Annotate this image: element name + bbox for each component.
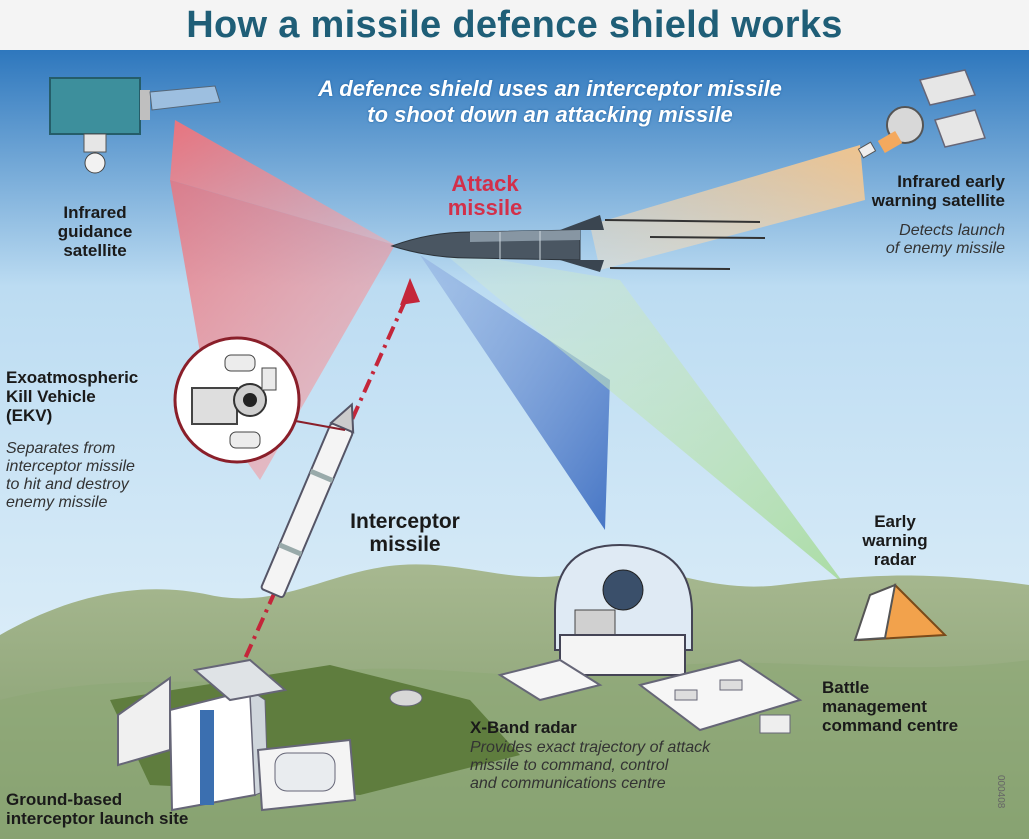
early-radar-beam <box>440 250 845 585</box>
trajectory-arrowhead-icon <box>400 278 420 305</box>
early-warning-satellite-icon <box>857 69 986 159</box>
page-title: How a missile defence shield works <box>0 0 1029 50</box>
attack-missile-icon <box>390 215 766 272</box>
warning-beam <box>590 145 865 270</box>
launch-site-icon <box>117 658 423 812</box>
guidance-satellite-label: Infrared guidance satellite <box>57 203 133 260</box>
ekv-leader-line <box>289 419 346 431</box>
subtitle-line-2: to shoot down an attacking missile <box>367 102 733 127</box>
subtitle-line-1: A defence shield uses an interceptor mis… <box>318 76 782 101</box>
battle-management-label: Battle management command centre <box>822 678 959 735</box>
illustration <box>0 50 1029 839</box>
early-warning-radar-label: Early warning radar <box>862 512 928 569</box>
graphic-code: 000408 <box>995 775 1006 809</box>
guidance-beam <box>170 120 395 245</box>
subtitle: A defence shield uses an interceptor mis… <box>200 76 900 128</box>
interceptor-trajectory <box>220 289 412 711</box>
ekv-description: Separates from interceptor missile to hi… <box>6 440 135 511</box>
xband-radar-icon <box>497 543 803 734</box>
xband-radar-label: X-Band radar <box>470 718 577 737</box>
interceptor-missile-label: Interceptor missile <box>350 510 460 556</box>
attack-missile-label: Attack missile <box>447 171 523 220</box>
xband-radar-description: Provides exact trajectory of attack miss… <box>470 739 711 792</box>
xband-beam <box>420 255 610 530</box>
launch-site-label: Ground-based interceptor launch site <box>6 790 189 828</box>
early-warning-satellite-label: Infrared early warning satellite <box>871 172 1005 210</box>
ekv-callout-icon <box>173 336 301 464</box>
guidance-satellite-icon <box>49 77 221 174</box>
interceptor-missile-icon <box>260 402 355 598</box>
ekv-label: Exoatmospheric Kill Vehicle (EKV) <box>6 368 139 425</box>
early-warning-radar-icon <box>853 583 948 642</box>
early-warning-satellite-description: Detects launch of enemy missile <box>885 222 1005 257</box>
